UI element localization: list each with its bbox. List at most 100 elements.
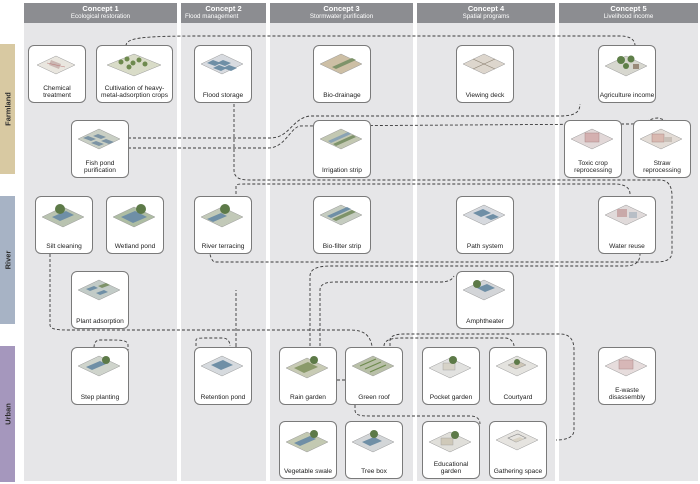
swale-icon bbox=[285, 430, 329, 453]
card-label: Step planting bbox=[80, 394, 120, 402]
crops-icon bbox=[106, 53, 162, 77]
card-pocket-garden[interactable]: Pocket garden bbox=[422, 347, 480, 405]
card-label: Educational garden bbox=[433, 460, 469, 476]
card-agriculture-income[interactable]: Agriculture income bbox=[598, 45, 656, 103]
deck-icon bbox=[462, 53, 506, 75]
column-header-3: Concept 3 Stormwater purification bbox=[270, 3, 413, 23]
card-label: Tree box bbox=[361, 468, 387, 476]
card-label: Agriculture income bbox=[599, 92, 655, 100]
card-irrigation-strip[interactable]: Irrigation strip bbox=[313, 120, 371, 178]
card-label: Rain garden bbox=[290, 394, 326, 402]
connector-line bbox=[389, 333, 575, 441]
column-subtitle: Livelihood income bbox=[603, 13, 654, 20]
connector-line bbox=[383, 337, 515, 347]
card-label: Chemical treatment bbox=[43, 84, 71, 100]
card-label: Viewing deck bbox=[465, 92, 505, 100]
card-bio-filter-strip[interactable]: Bio-filter strip bbox=[313, 196, 371, 254]
tree-box-icon bbox=[351, 430, 395, 453]
row-label-river: River bbox=[0, 196, 15, 324]
card-label: Pocket garden bbox=[429, 394, 473, 402]
silt-icon bbox=[41, 204, 85, 228]
terracing-icon bbox=[200, 204, 244, 228]
column-subtitle: Spatial programs bbox=[462, 13, 510, 20]
card-label: Toxic crop reprocessing bbox=[574, 159, 612, 175]
card-step-planting[interactable]: Step planting bbox=[71, 347, 129, 405]
card-label: Plant adsorption bbox=[76, 318, 124, 326]
rain-garden-icon bbox=[285, 356, 329, 379]
card-river-terracing[interactable]: River terracing bbox=[194, 196, 252, 254]
card-label: Amphtheater bbox=[466, 318, 504, 326]
card-amphitheater[interactable]: Amphtheater bbox=[456, 271, 514, 329]
amphitheater-icon bbox=[462, 279, 506, 301]
column-subtitle: Flood management bbox=[185, 13, 239, 20]
card-straw-reprocessing[interactable]: Straw reprocessing bbox=[633, 120, 691, 178]
card-label: Straw reprocessing bbox=[643, 159, 681, 175]
connector-line bbox=[195, 337, 231, 347]
irrigation-icon bbox=[319, 128, 363, 150]
card-label: Irrigation strip bbox=[322, 167, 362, 175]
column-title: Concept 2 bbox=[205, 4, 242, 13]
card-green-roof[interactable]: Green roof bbox=[345, 347, 403, 405]
card-label: Fish pond purification bbox=[84, 159, 116, 175]
card-vegetable-swale[interactable]: Vegetable swale bbox=[279, 421, 337, 479]
card-path-system[interactable]: Path system bbox=[456, 196, 514, 254]
card-label: Flood storage bbox=[202, 92, 244, 100]
green-roof-icon bbox=[351, 355, 395, 377]
toxic-crop-icon bbox=[570, 128, 614, 150]
connector-line bbox=[209, 104, 673, 263]
card-label: Green roof bbox=[358, 394, 390, 402]
connector-line bbox=[319, 275, 455, 346]
column-title: Concept 4 bbox=[467, 4, 505, 13]
card-tree-box[interactable]: Tree box bbox=[345, 421, 403, 479]
card-wetland-pond[interactable]: Wetland pond bbox=[106, 196, 164, 254]
water-reuse-icon bbox=[604, 204, 648, 226]
card-rain-garden[interactable]: Rain garden bbox=[279, 347, 337, 405]
row-label-farmland: Farmland bbox=[0, 44, 15, 174]
card-heavy-metal-crops[interactable]: Cultivation of heavy-metal-adsorption cr… bbox=[96, 45, 173, 103]
retention-icon bbox=[200, 355, 244, 377]
card-toxic-crop-reprocessing[interactable]: Toxic crop reprocessing bbox=[564, 120, 622, 178]
pocket-garden-icon bbox=[428, 356, 472, 379]
card-label: Silt cleaning bbox=[46, 243, 82, 251]
plant-icon bbox=[77, 279, 121, 301]
path-icon bbox=[462, 204, 506, 226]
card-educational-garden[interactable]: Educational garden bbox=[422, 421, 480, 479]
connector-line bbox=[235, 183, 631, 195]
e-waste-icon bbox=[604, 355, 648, 377]
straw-icon bbox=[639, 128, 683, 150]
card-label: Vegetable swale bbox=[283, 468, 333, 476]
connector-line bbox=[128, 123, 621, 149]
card-bio-drainage[interactable]: Bio-drainage bbox=[313, 45, 371, 103]
card-plant-adsorption[interactable]: Plant adsorption bbox=[71, 271, 129, 329]
card-water-reuse[interactable]: Water reuse bbox=[598, 196, 656, 254]
card-silt-cleaning[interactable]: Silt cleaning bbox=[35, 196, 93, 254]
card-label: River terracing bbox=[201, 243, 245, 251]
agriculture-icon bbox=[604, 55, 648, 77]
column-subtitle: Ecological restoration bbox=[70, 13, 131, 20]
card-flood-storage[interactable]: Flood storage bbox=[194, 45, 252, 103]
card-e-waste-disassembly[interactable]: E-waste disassembly bbox=[598, 347, 656, 405]
card-viewing-deck[interactable]: Viewing deck bbox=[456, 45, 514, 103]
column-header-2: Concept 2 Flood management bbox=[181, 3, 266, 23]
card-fish-pond-purification[interactable]: Fish pond purification bbox=[71, 120, 129, 178]
card-label: E-waste disassembly bbox=[608, 386, 646, 402]
card-retention-pond[interactable]: Retention pond bbox=[194, 347, 252, 405]
fish-pond-icon bbox=[77, 128, 121, 150]
drainage-icon bbox=[319, 53, 363, 75]
card-gathering-space[interactable]: Gathering space bbox=[489, 421, 547, 479]
row-label-urban: Urban bbox=[0, 346, 15, 482]
column-header-5: Concept 5 Livelihood income bbox=[559, 3, 698, 23]
column-title: Concept 1 bbox=[82, 4, 119, 13]
connector-line bbox=[128, 103, 581, 139]
card-label: Cultivation of heavy-metal-adsorption cr… bbox=[100, 84, 169, 100]
courtyard-icon bbox=[495, 355, 539, 377]
card-label: Path system bbox=[466, 243, 504, 251]
card-courtyard[interactable]: Courtyard bbox=[489, 347, 547, 405]
column-subtitle: Stormwater purification bbox=[309, 13, 374, 20]
connector-line bbox=[93, 339, 129, 362]
connector-line bbox=[125, 35, 636, 47]
educational-icon bbox=[428, 431, 472, 453]
card-chemical-treatment[interactable]: Chemical treatment bbox=[28, 45, 86, 103]
column-title: Concept 5 bbox=[610, 4, 647, 13]
step-icon bbox=[77, 355, 121, 377]
